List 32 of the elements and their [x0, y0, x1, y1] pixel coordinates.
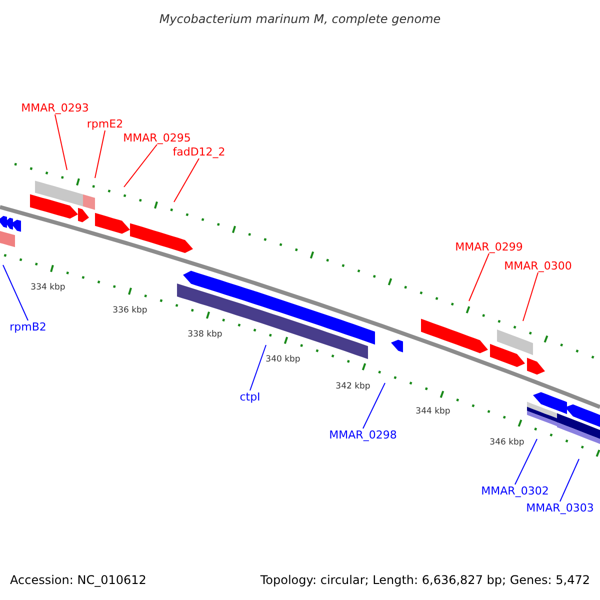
- leader-line: [468, 253, 490, 302]
- leader-line: [174, 158, 200, 202]
- map-title: Mycobacterium marinum M, complete genome: [158, 11, 442, 28]
- genome-info: Accession: NC_010612: [10, 572, 146, 589]
- leader-line: [54, 114, 68, 170]
- position-label: 344 kbp: [416, 406, 450, 418]
- leader-line: [560, 458, 580, 502]
- leader-line: [514, 438, 538, 485]
- position-label: 346 kbp: [490, 436, 524, 450]
- gene-label: ctpI: [240, 390, 260, 404]
- gene-label: rpmB2: [10, 320, 46, 334]
- genome-info: Topology: circular; Length: 6,636,827 bp; Genes: 5,472: [260, 572, 590, 589]
- gene-label: MMAR_0300: [504, 260, 572, 272]
- position-label: 338 kbp: [188, 328, 222, 342]
- leader-line: [362, 382, 386, 429]
- gene-label: fadD12_2: [172, 146, 226, 158]
- gene-label: MMAR_0293: [21, 102, 89, 114]
- gene-label: MMAR_0303: [526, 502, 594, 514]
- position-label: 340 kbp: [266, 354, 300, 366]
- position-label: 336 kbp: [112, 304, 148, 318]
- position-label: 342 kbp: [336, 380, 370, 394]
- gene-label: MMAR_0298: [329, 428, 397, 442]
- leader-line: [522, 272, 538, 322]
- gene-label: MMAR_0302: [481, 484, 549, 498]
- gene-label: rpmE2: [86, 118, 124, 130]
- gene-label: MMAR_0299: [455, 240, 523, 254]
- leader-line: [124, 144, 158, 188]
- leader-line: [94, 130, 106, 178]
- position-label: 334 kbp: [30, 282, 66, 294]
- leader-line: [2, 264, 28, 321]
- leader-line: [250, 344, 266, 391]
- gene-label: MMAR_0295: [123, 132, 191, 144]
